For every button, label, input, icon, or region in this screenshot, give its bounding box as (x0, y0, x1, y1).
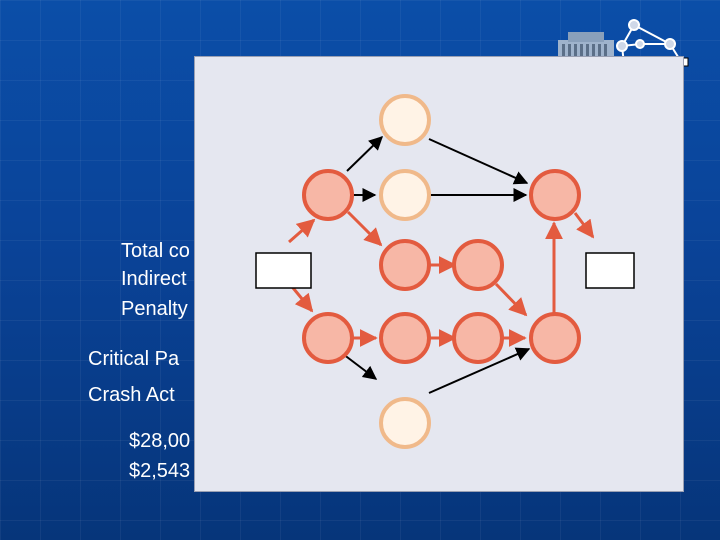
node-n3 (379, 169, 431, 221)
node-n6 (452, 239, 504, 291)
edge-n8-n11 (342, 353, 378, 380)
network-diagram (255, 94, 635, 449)
edge-n2-n1 (346, 136, 384, 172)
end-node-box (585, 252, 635, 289)
slide-text-total-cost: Total co (121, 240, 190, 262)
edge-n11-n10 (428, 347, 531, 394)
slide-text-penalty: Penalty (121, 298, 188, 320)
start-node-box (255, 252, 312, 289)
node-n2 (302, 169, 354, 221)
node-n9b (452, 312, 504, 364)
edge-n1-n4 (428, 138, 529, 185)
edge-n2-n5 (346, 210, 383, 247)
node-n5 (379, 239, 431, 291)
edge-start-n2 (288, 218, 316, 244)
node-n10 (529, 312, 581, 364)
slide-text-amount-1: $28,00 (129, 430, 191, 452)
slide-text-critical-path: Critical Pa (88, 348, 180, 370)
noncritical-edges (342, 136, 531, 394)
node-n4 (529, 169, 581, 221)
slide-text-indirect: Indirect (121, 268, 187, 290)
slide-text-amount-2: $2,543 (129, 460, 191, 482)
network-diagram-panel (194, 56, 684, 492)
slide-text-crash-activity: Crash Act (88, 384, 175, 406)
node-n9 (379, 312, 431, 364)
node-n1 (379, 94, 431, 146)
edge-n6-n10 (494, 282, 528, 317)
node-n11 (379, 397, 431, 449)
node-n8 (302, 312, 354, 364)
edge-n4-end (573, 212, 595, 239)
